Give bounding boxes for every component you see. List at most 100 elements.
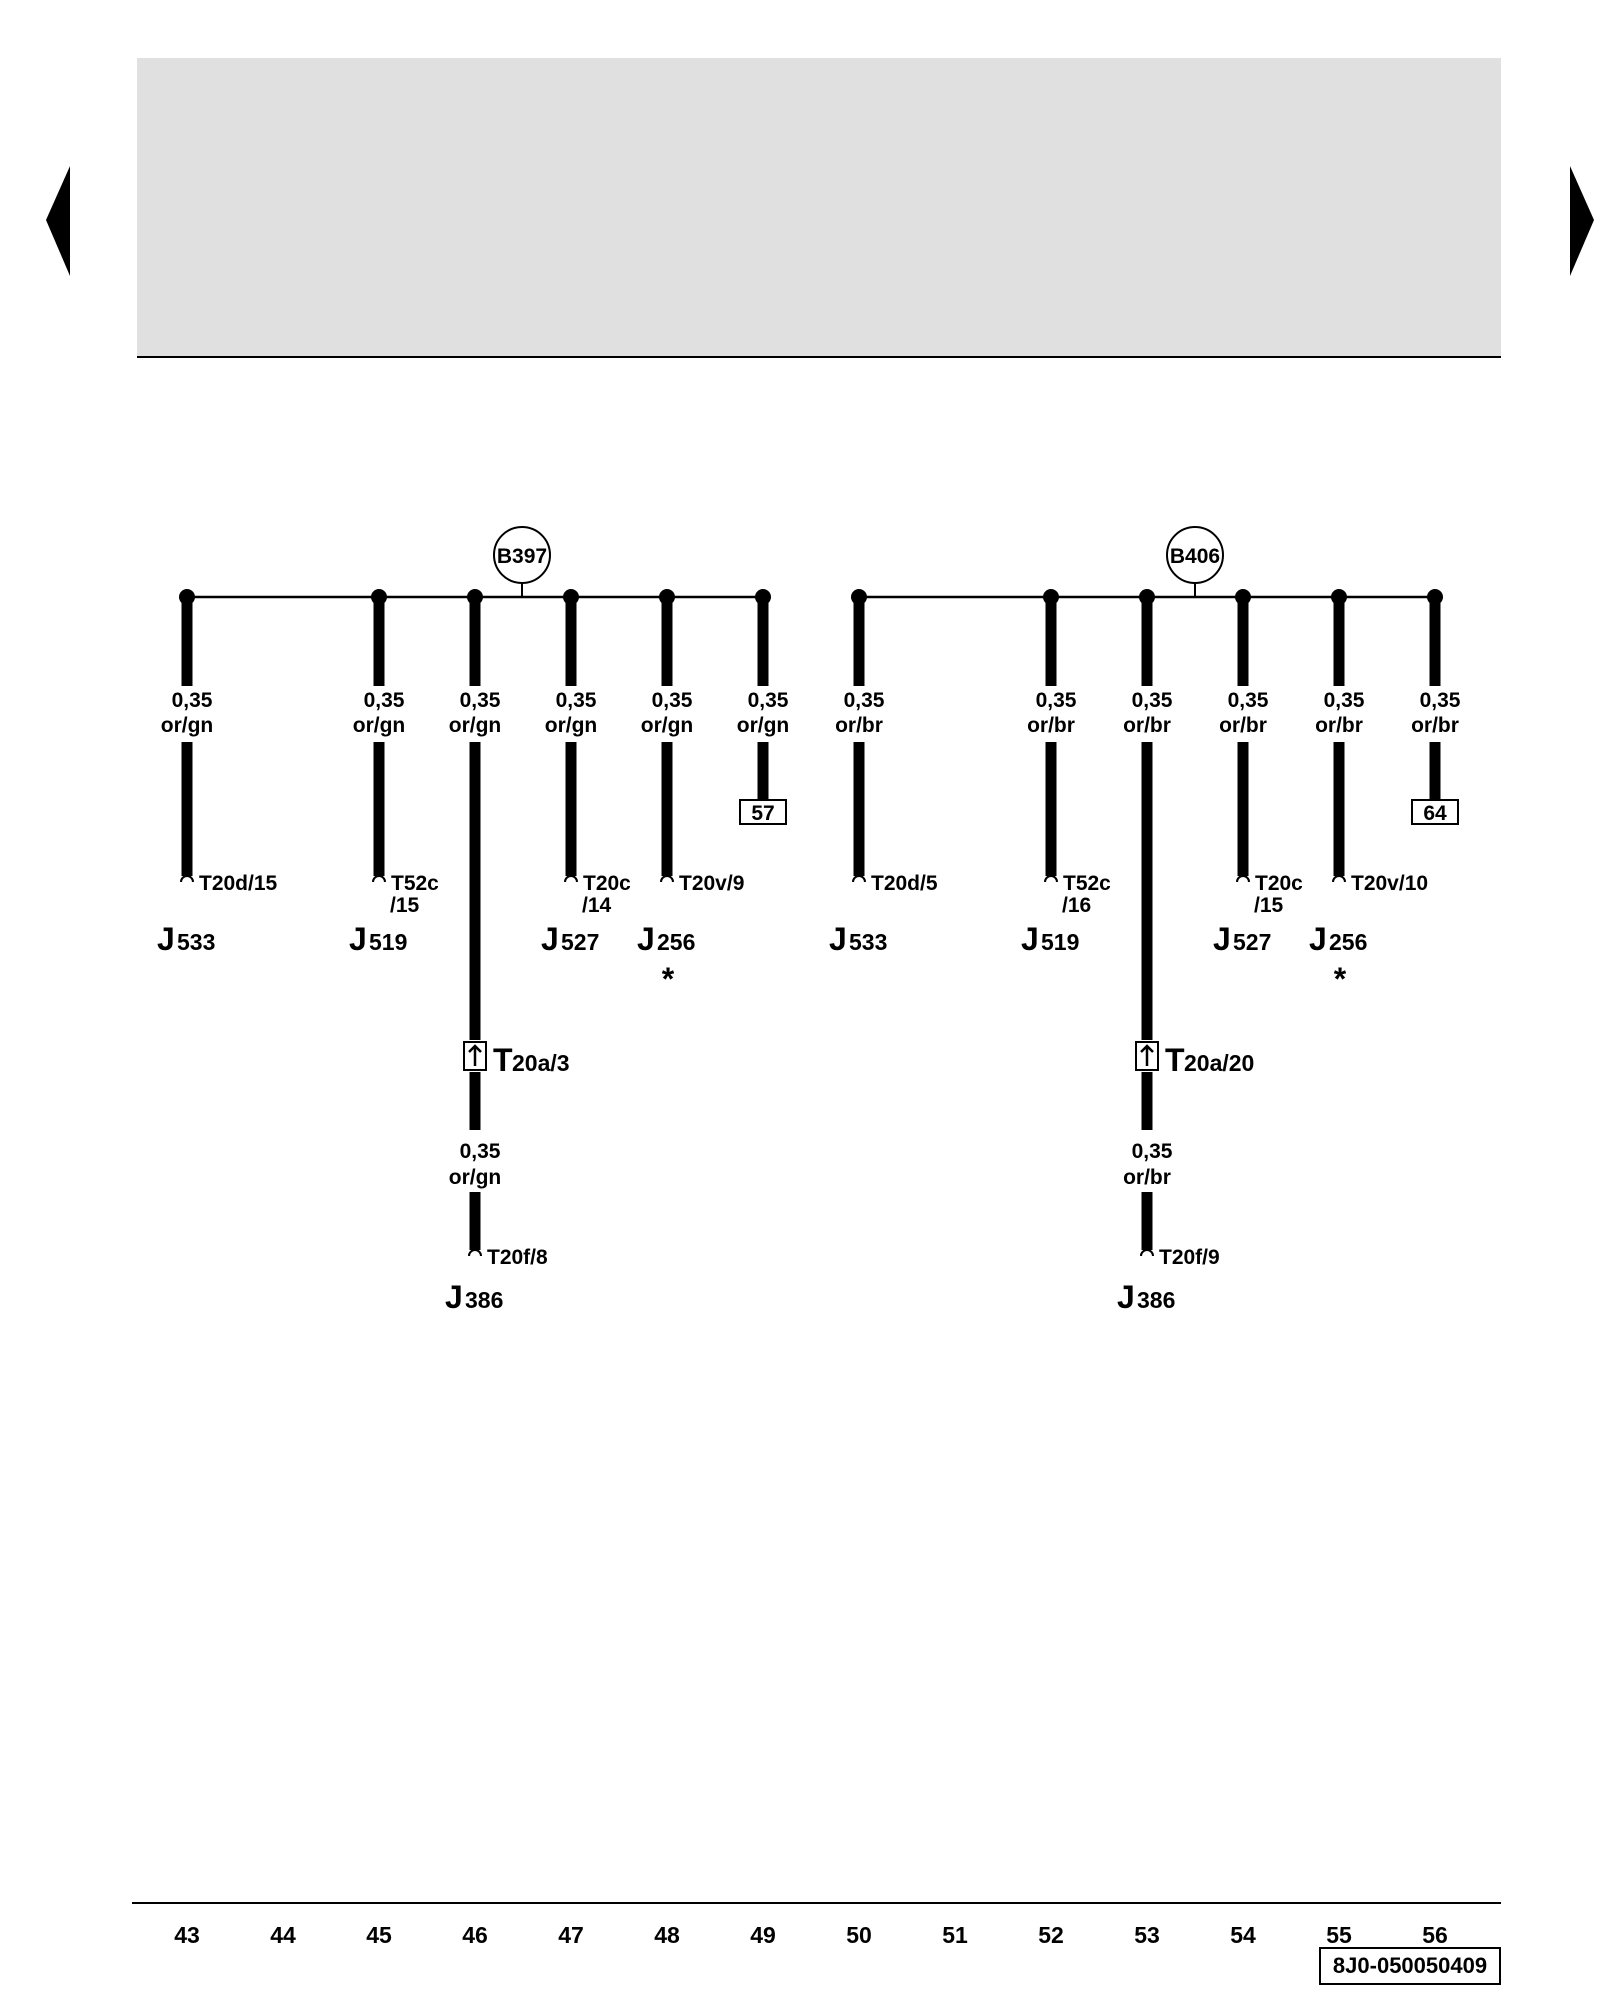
reference-box [739,799,787,825]
wire-color: or/br [1027,714,1075,737]
reference-number: 57 [751,802,774,825]
column-number: 52 [1038,1922,1064,1948]
wire-color: or/gn [737,714,790,737]
pin-terminal-icon [660,875,674,883]
component-number: 519 [1041,929,1079,955]
pin-terminal-icon [1332,875,1346,883]
wire-size: 0,35 [1228,689,1269,712]
wire-size: 0,35 [460,1140,501,1163]
pin-label: T52c [1063,872,1111,895]
connector-arrow-icon [1140,1044,1154,1066]
component-letter: J [1213,921,1231,957]
pin-terminal-icon [372,875,386,883]
pin-terminal-icon [180,875,194,883]
pin-label: T20f/8 [487,1246,548,1269]
header-panel [137,58,1501,357]
wire-color: or/br [1411,714,1459,737]
wire-size: 0,35 [460,689,501,712]
wire-color: or/gn [449,1166,502,1189]
wire-color: or/br [1315,714,1363,737]
prev-page-button[interactable] [46,166,70,276]
pin-label: T20d/5 [871,872,938,895]
pin-label: /15 [1254,894,1284,917]
pin-label: /15 [390,894,420,917]
wire-size: 0,35 [844,689,885,712]
component-letter: J [541,921,559,957]
component-number: 386 [1137,1287,1175,1313]
component-letter: J [349,921,367,957]
pin-terminal-icon [564,875,578,883]
wire-color: or/gn [545,714,598,737]
pin-label: T20v/10 [1351,872,1428,895]
wire-color: or/gn [449,714,502,737]
component-number: 527 [561,929,599,955]
wire-color: or/br [1123,714,1171,737]
splice-label: B406 [1170,545,1220,568]
component-letter: J [445,1279,463,1315]
component-number: 256 [657,929,695,955]
column-number: 45 [366,1922,392,1948]
splice-circle [493,526,551,584]
column-number: 49 [750,1922,776,1948]
pin-label: /16 [1062,894,1091,917]
component-letter: J [1021,921,1039,957]
reference-number: 64 [1423,802,1447,825]
column-number: 47 [558,1922,584,1948]
component-letter: J [829,921,847,957]
connector-letter: T [493,1042,513,1078]
column-number: 48 [654,1922,680,1948]
column-number: 43 [174,1922,200,1948]
wire-size: 0,35 [172,689,213,712]
wire-size: 0,35 [1420,689,1461,712]
component-number: 533 [177,929,215,955]
column-number: 55 [1326,1922,1352,1948]
column-number: 50 [846,1922,872,1948]
wire-color: or/gn [353,714,406,737]
connector-pin: 20a/3 [512,1050,570,1076]
wire-color: or/br [1219,714,1267,737]
wire-color: or/br [1123,1166,1171,1189]
component-letter: J [1309,921,1327,957]
component-number: 256 [1329,929,1367,955]
connector-arrow-icon [468,1044,482,1066]
pin-terminal-icon [1140,1249,1154,1257]
document-id-box: 8J0-050050409 [1319,1947,1501,1985]
component-letter: J [1117,1279,1135,1315]
pin-label: T20f/9 [1159,1246,1220,1269]
wire-size: 0,35 [1324,689,1365,712]
pin-label: T20d/15 [199,872,278,895]
pin-label: T20c [1255,872,1303,895]
pin-label: T20v/9 [679,872,744,895]
pin-label: T20c [583,872,631,895]
asterisk-note: * [1334,961,1347,997]
wire-color: or/gn [161,714,214,737]
pin-terminal-icon [468,1249,482,1257]
reference-box [1411,799,1459,825]
splice-circle [1166,526,1224,584]
wire-size: 0,35 [1132,1140,1173,1163]
wire-size: 0,35 [748,689,789,712]
splice-label: B397 [497,545,547,568]
column-number: 51 [942,1922,968,1948]
wire-size: 0,35 [1132,689,1173,712]
pin-label: T52c [391,872,439,895]
wire-color: or/gn [641,714,694,737]
column-number: 56 [1422,1922,1448,1948]
next-page-button[interactable] [1570,166,1594,276]
component-number: 527 [1233,929,1271,955]
triangle-left-icon [46,166,70,276]
document-id-frame [1319,1947,1501,1985]
connector-letter: T [1165,1042,1185,1078]
document-id: 8J0-050050409 [1333,1953,1487,1978]
asterisk-note: * [662,961,675,997]
component-number: 386 [465,1287,503,1313]
triangle-right-icon [1570,166,1594,276]
wire-size: 0,35 [652,689,693,712]
column-number: 46 [462,1922,488,1948]
component-letter: J [637,921,655,957]
wire-size: 0,35 [1036,689,1077,712]
column-number: 54 [1230,1922,1256,1948]
